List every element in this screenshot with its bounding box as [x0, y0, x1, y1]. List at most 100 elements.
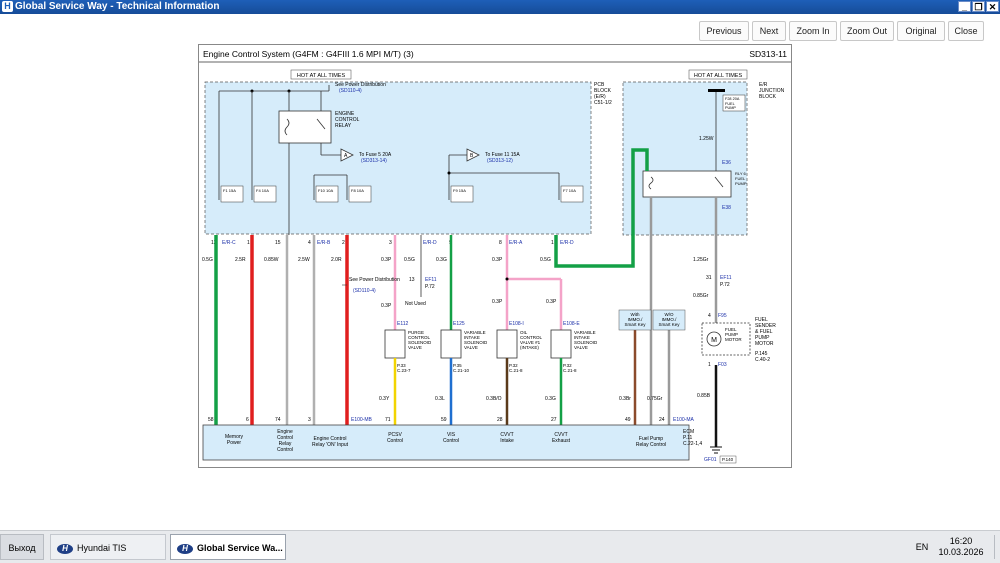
svg-text:0.3P: 0.3P	[381, 257, 392, 263]
svg-text:B: B	[470, 153, 474, 159]
hyundai-logo-icon	[177, 543, 193, 554]
svg-text:27: 27	[551, 417, 557, 423]
svg-text:2.5W: 2.5W	[298, 257, 310, 263]
app-logo-icon: H	[2, 1, 13, 12]
svg-text:E112: E112	[397, 321, 409, 327]
next-button[interactable]: Next	[752, 21, 786, 41]
ef11-joint: EF11	[425, 277, 437, 283]
svg-text:INTAKE: INTAKE	[464, 335, 480, 340]
taskbar-app-hyundai-tis[interactable]: Hyundai TIS	[50, 534, 166, 560]
see-power-distribution-1-ref: (SD110-4)	[339, 88, 362, 94]
language-indicator[interactable]: EN	[915, 542, 929, 552]
svg-text:28: 28	[497, 417, 503, 423]
svg-text:3: 3	[308, 417, 311, 423]
svg-text:Control: Control	[277, 435, 293, 441]
ef11-ref: P.72	[425, 284, 435, 290]
svg-text:C.21-10: C.21-10	[453, 368, 470, 373]
er-junction-label: E/R JUNCTION BLOCK	[759, 82, 785, 100]
svg-text:F4 10A: F4 10A	[256, 188, 269, 193]
svg-text:BLOCK: BLOCK	[759, 94, 777, 100]
svg-text:Smart Key: Smart Key	[624, 322, 646, 327]
close-button[interactable]: Close	[948, 21, 984, 41]
svg-text:24: 24	[659, 417, 665, 423]
svg-text:VARIABLE: VARIABLE	[464, 330, 486, 335]
fuel-pump-fuse	[722, 94, 746, 112]
show-desktop-button[interactable]	[994, 535, 999, 559]
svg-text:C.40-2: C.40-2	[755, 357, 770, 363]
svg-text:P.11: P.11	[683, 435, 692, 441]
taskbar-app-global-service-way[interactable]: Global Service Wa...	[170, 534, 286, 560]
svg-text:0.3Br: 0.3Br	[619, 396, 631, 402]
svg-text:31: 31	[706, 275, 712, 281]
svg-text:SENDER: SENDER	[755, 323, 776, 329]
fuse-f10: F10 10A	[315, 185, 339, 203]
svg-text:12: 12	[211, 240, 217, 246]
upper-wire-sizes: 0.5G 2.5R 0.85W 2.5W 2.0R 0.3P 0.5G 0.3G…	[202, 257, 551, 263]
svg-text:4: 4	[308, 240, 311, 246]
see-power-distribution-2: See Power Distribution	[349, 277, 400, 283]
original-button[interactable]: Original	[897, 21, 945, 41]
svg-text:Relay Control: Relay Control	[636, 442, 666, 448]
zoom-out-button[interactable]: Zoom Out	[840, 21, 894, 41]
svg-text:C51-1/2: C51-1/2	[594, 100, 612, 106]
svg-text:CONTROL: CONTROL	[520, 335, 542, 340]
svg-text:SOLENOID: SOLENOID	[408, 340, 432, 345]
svg-text:0.3G: 0.3G	[545, 396, 556, 402]
previous-button[interactable]: Previous	[699, 21, 749, 41]
hyundai-logo-icon	[57, 543, 73, 554]
lower-wire-sizes: 0.3Y 0.3L 0.3B/O 0.3G	[379, 396, 556, 402]
taskbar-app-hyundai-tis-label: Hyundai TIS	[77, 543, 127, 553]
minimize-icon[interactable]: _	[958, 1, 971, 12]
svg-text:0.3G: 0.3G	[436, 257, 447, 263]
exit-button[interactable]: Выход	[0, 534, 44, 560]
svg-text:PUMP: PUMP	[725, 106, 736, 110]
to-fuse-11-ref: (SD313-12)	[487, 158, 513, 164]
svg-text:E125: E125	[453, 321, 465, 327]
svg-text:58: 58	[208, 417, 214, 423]
svg-text:Memory: Memory	[225, 434, 244, 440]
svg-text:2.0R: 2.0R	[331, 257, 342, 263]
fuse-f8: F8 10A	[348, 185, 372, 203]
svg-text:Exhaust: Exhaust	[552, 438, 571, 444]
svg-text:OIL: OIL	[520, 330, 528, 335]
svg-text:(INTAKE): (INTAKE)	[520, 345, 539, 350]
purge-control-solenoid-valve: E112 PURGE CONTROL SOLENOID VALVE P.33 C…	[384, 321, 432, 373]
ground-gf01: GF01 P.140	[704, 446, 737, 464]
svg-text:C.21-8: C.21-8	[509, 368, 523, 373]
pcb-block-label: PCB BLOCK (E/R) C51-1/2	[594, 82, 612, 106]
svg-text:P.145: P.145	[755, 351, 768, 357]
svg-text:& FUEL: & FUEL	[755, 329, 773, 335]
svg-text:P.35: P.35	[453, 363, 462, 368]
fuse-f7: F7 10A	[560, 185, 584, 203]
svg-text:E108-E: E108-E	[563, 321, 580, 327]
diagram-title: Engine Control System (G4FM : G4FIII 1.6…	[203, 49, 414, 59]
svg-text:E100-MA: E100-MA	[673, 417, 695, 423]
zoom-in-button[interactable]: Zoom In	[789, 21, 837, 41]
engine-control-relay-label: ENGINE CONTROL RELAY	[335, 111, 360, 129]
svg-text:PUMP: PUMP	[735, 181, 747, 186]
svg-text:SOLENOID: SOLENOID	[464, 340, 488, 345]
clock-time: 16:20	[949, 536, 973, 546]
svg-text:CONTROL: CONTROL	[335, 117, 360, 123]
svg-text:1: 1	[551, 240, 554, 246]
svg-text:MOTOR: MOTOR	[755, 341, 774, 347]
clock[interactable]: 16:20 10.03.2026	[936, 534, 986, 560]
to-fuse-5-label: To Fuse 5 20A	[359, 152, 392, 158]
svg-text:PUMP: PUMP	[755, 335, 770, 341]
svg-text:CONTROL: CONTROL	[408, 335, 430, 340]
svg-text:0.3P: 0.3P	[381, 303, 392, 309]
close-icon[interactable]: ✕	[986, 1, 999, 12]
svg-text:0.3Y: 0.3Y	[379, 396, 390, 402]
window-controls: _ ❐ ✕	[958, 1, 999, 12]
svg-text:P.140: P.140	[722, 457, 734, 462]
svg-text:W/O: W/O	[665, 312, 674, 317]
svg-text:Engine Control: Engine Control	[313, 436, 346, 442]
svg-text:A: A	[344, 153, 348, 159]
to-fuse-5-ref: (SD313-14)	[361, 158, 387, 164]
restore-icon[interactable]: ❐	[972, 1, 985, 12]
svg-text:P.32: P.32	[509, 363, 518, 368]
svg-text:74: 74	[275, 417, 281, 423]
svg-text:VALVE: VALVE	[464, 345, 478, 350]
fuse-f9: F9 15A	[450, 185, 474, 203]
svg-text:Relay 'ON' Input: Relay 'ON' Input	[312, 442, 349, 448]
